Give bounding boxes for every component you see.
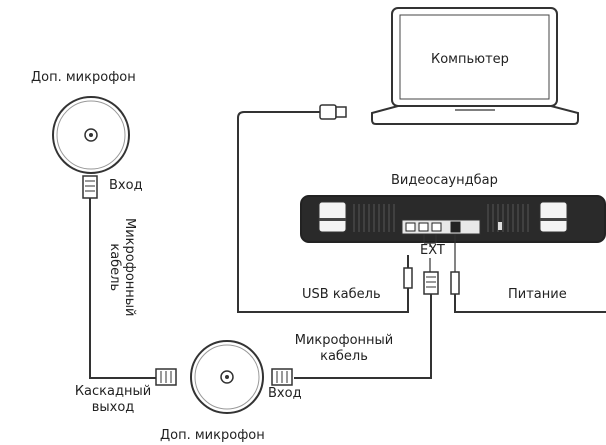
ext-port-1 bbox=[418, 222, 429, 232]
power-label: Питание bbox=[508, 287, 567, 302]
aux-mic-top bbox=[52, 96, 130, 174]
usb-port bbox=[405, 222, 416, 232]
cascade-out-line1: Каскадный bbox=[74, 384, 152, 399]
mic-cable-mid-label: Микрофонный кабель bbox=[289, 333, 399, 365]
mic-cable-mid-line2: кабель bbox=[320, 349, 368, 364]
soundbar-body bbox=[300, 195, 606, 243]
power-plug bbox=[450, 271, 460, 295]
aux-mic-top-label: Доп. микрофон bbox=[31, 70, 136, 85]
mic-input-plug-top bbox=[82, 175, 98, 199]
mic-cable-vertical-line2: кабель bbox=[107, 243, 122, 292]
usb-cable bbox=[237, 104, 413, 313]
input-bottom-label: Вход bbox=[268, 386, 302, 401]
soundbar-right-speaker bbox=[539, 201, 568, 233]
mic-cable-vertical-line1: Микрофонный bbox=[122, 218, 137, 317]
mic-cable-mid-line1: Микрофонный bbox=[294, 333, 394, 348]
power-port bbox=[450, 221, 461, 233]
ext-plug bbox=[423, 271, 439, 295]
mic-cable-vertical-label: Микрофонный кабель bbox=[107, 218, 137, 317]
ext-port-2 bbox=[431, 222, 442, 232]
soundbar-right-speaker-line bbox=[540, 218, 567, 221]
videosoundbar-device bbox=[300, 195, 606, 243]
usb-connector-soundbar bbox=[403, 267, 413, 289]
ext-bracket bbox=[423, 234, 437, 272]
input-top-label: Вход bbox=[109, 178, 143, 193]
soundbar-left-speaker-line bbox=[319, 218, 346, 221]
laptop-computer bbox=[371, 7, 579, 125]
ext-mic-cable bbox=[271, 271, 439, 386]
videosoundbar-label: Видеосаундбар bbox=[391, 173, 498, 188]
power-cable bbox=[450, 234, 606, 313]
soundbar-left-speaker bbox=[318, 201, 347, 233]
usb-plug-tip bbox=[335, 106, 347, 118]
cascade-out-line2: выход bbox=[91, 400, 135, 415]
laptop-display bbox=[399, 14, 550, 100]
cascade-output-label: Каскадный выход bbox=[68, 384, 158, 416]
aux-mic-bottom-label: Доп. микрофон bbox=[160, 428, 265, 443]
usb-plug bbox=[319, 104, 337, 120]
cascade-mic-cable bbox=[82, 175, 177, 386]
laptop-base bbox=[371, 105, 579, 125]
soundbar-indicator bbox=[498, 222, 502, 230]
soundbar-grille-right bbox=[487, 204, 529, 232]
soundbar-grille-left bbox=[353, 204, 395, 232]
computer-label: Компьютер bbox=[431, 52, 509, 67]
usb-cable-label: USB кабель bbox=[302, 287, 381, 302]
aux-mic-bottom bbox=[190, 340, 264, 414]
ext-label: EXT bbox=[420, 243, 445, 258]
